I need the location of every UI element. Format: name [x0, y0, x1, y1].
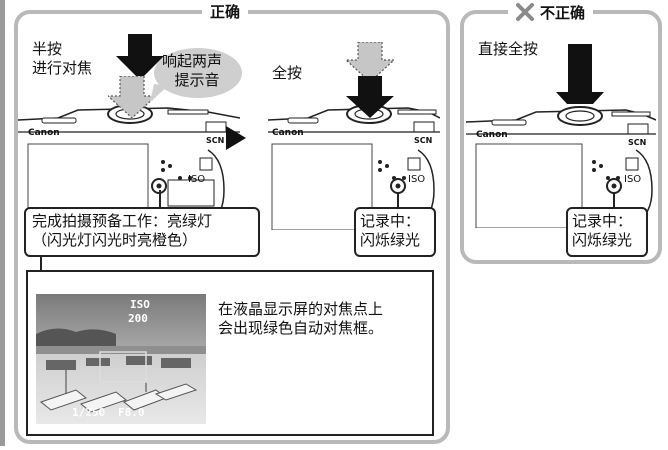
- beach-photo: [36, 294, 206, 424]
- dotted-full-press-arrow: [346, 42, 394, 82]
- cross-icon: [516, 3, 534, 21]
- camera-brand-label: Canon: [476, 130, 508, 140]
- incorrect-title-wrap: 不正确: [508, 2, 594, 22]
- lcd-shutter-value: 1/250: [72, 406, 106, 419]
- solid-full-press-arrow: [346, 76, 394, 118]
- leader-line: [613, 192, 615, 207]
- camera-brand-label: Canon: [28, 128, 60, 138]
- iso-label: ISO: [408, 174, 426, 185]
- scn-label: SCN: [206, 136, 225, 145]
- beep-label: 响起两声 提示音: [162, 52, 223, 89]
- solid-press-arrow: [116, 34, 164, 80]
- recording-callout-incorrect: 记录中： 闪烁绿光: [566, 207, 648, 257]
- solid-direct-press-arrow: [556, 44, 604, 118]
- iso-label: ISO: [624, 174, 642, 185]
- half-press-label: 半按 进行对焦: [32, 40, 93, 77]
- speech-bubble-tail: [150, 84, 168, 102]
- scn-label: SCN: [414, 136, 433, 145]
- scn-label: SCN: [628, 138, 647, 147]
- lcd-iso-value: 200: [128, 312, 148, 325]
- green-lamp-callout: 完成拍摄预备工作：亮绿灯 （闪光灯闪光时亮橙色）: [24, 207, 260, 257]
- incorrect-panel-title: 不正确: [540, 3, 586, 22]
- leader-line: [40, 257, 42, 272]
- lcd-aperture-value: F8.0: [118, 406, 145, 419]
- recording-callout-correct: 记录中： 闪烁绿光: [354, 207, 436, 257]
- lcd-preview-image: ISO 200 1/250 F8.0: [36, 294, 206, 424]
- direct-full-press-label: 直接全按: [478, 40, 539, 58]
- camera-illustration: [18, 104, 240, 230]
- page-margin-bar: [0, 0, 5, 446]
- beep-speech-bubble: [154, 48, 242, 98]
- dotted-half-press-arrow: [108, 76, 156, 118]
- next-step-arrow-icon: [226, 126, 246, 150]
- camera-brand-label: Canon: [272, 128, 304, 138]
- leader-line: [159, 190, 161, 207]
- correct-panel-title: 正确: [202, 2, 249, 22]
- leader-line: [397, 192, 399, 207]
- lcd-iso-label: ISO: [130, 298, 150, 311]
- camera-illustration: [466, 106, 656, 228]
- iso-label: ISO: [188, 174, 206, 185]
- lcd-note-text: 在液晶显示屏的对焦点上 会出现绿色自动对焦框。: [218, 300, 384, 337]
- full-press-label: 全按: [272, 64, 303, 82]
